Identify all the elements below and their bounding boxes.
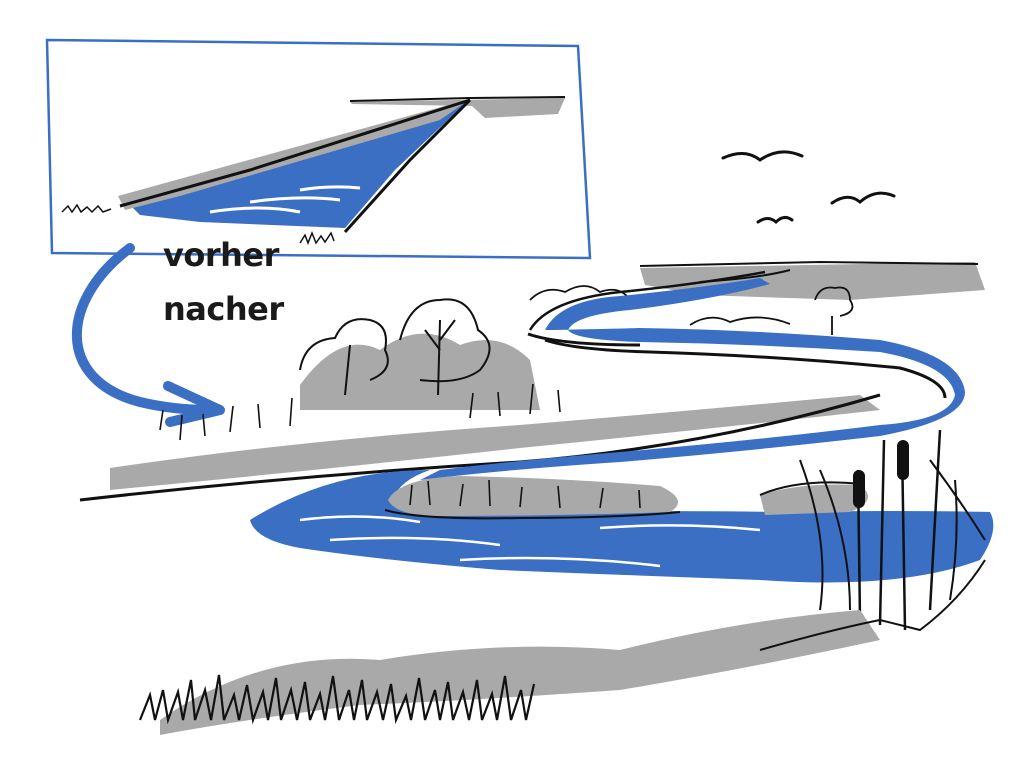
horizon-line	[639, 260, 979, 267]
bird-1	[721, 150, 804, 162]
trees	[299, 285, 854, 410]
cattail-stems	[856, 429, 942, 631]
river-outline-outer	[527, 332, 641, 347]
transition-arrow	[71, 243, 225, 427]
cattail-head-2	[897, 440, 909, 480]
before-water-highlights	[209, 185, 361, 214]
after-label: nacher	[163, 290, 284, 328]
left-bank-reeds	[159, 383, 561, 441]
tree-outline-2	[399, 298, 491, 383]
bird-3	[756, 215, 794, 225]
tree-shade	[300, 333, 540, 410]
left-bank-shade	[110, 395, 880, 490]
bush-far-right	[689, 316, 791, 326]
before-far-shore-line	[349, 96, 566, 102]
before-grass-right	[299, 230, 335, 246]
cattail-head-1	[853, 470, 865, 508]
before-inset	[45, 38, 592, 260]
island-edge	[384, 509, 681, 520]
tree-trunks	[344, 319, 456, 396]
right-islet-outline	[759, 481, 861, 496]
island-reeds	[409, 479, 641, 509]
island-shade	[388, 476, 678, 516]
arrow-head	[163, 381, 225, 427]
river-island	[384, 476, 868, 520]
grass-blades	[138, 674, 536, 725]
bird-2	[830, 191, 896, 205]
river-far-segment	[420, 278, 965, 480]
river-far-outline	[528, 270, 766, 331]
before-left-bank-line	[119, 98, 471, 208]
grass-shade	[160, 610, 880, 735]
tree-right	[814, 286, 854, 335]
meandering-river	[250, 270, 994, 583]
before-right-bank-line	[343, 98, 472, 234]
right-islet-shade	[760, 484, 868, 515]
before-far-shore-shade	[350, 98, 565, 118]
before-grass-left	[61, 203, 112, 214]
grass-right-edge	[759, 559, 986, 651]
before-label: vorher	[163, 236, 279, 274]
arrow-shaft	[71, 243, 215, 415]
tree-outline-1	[299, 318, 389, 381]
birds	[721, 150, 896, 225]
cattail-leaves	[799, 459, 986, 611]
foreground-grass	[138, 559, 986, 735]
river-outline-inner	[544, 338, 947, 399]
cattails	[799, 429, 986, 631]
river-highlights	[299, 515, 761, 568]
bush-far	[529, 285, 631, 301]
